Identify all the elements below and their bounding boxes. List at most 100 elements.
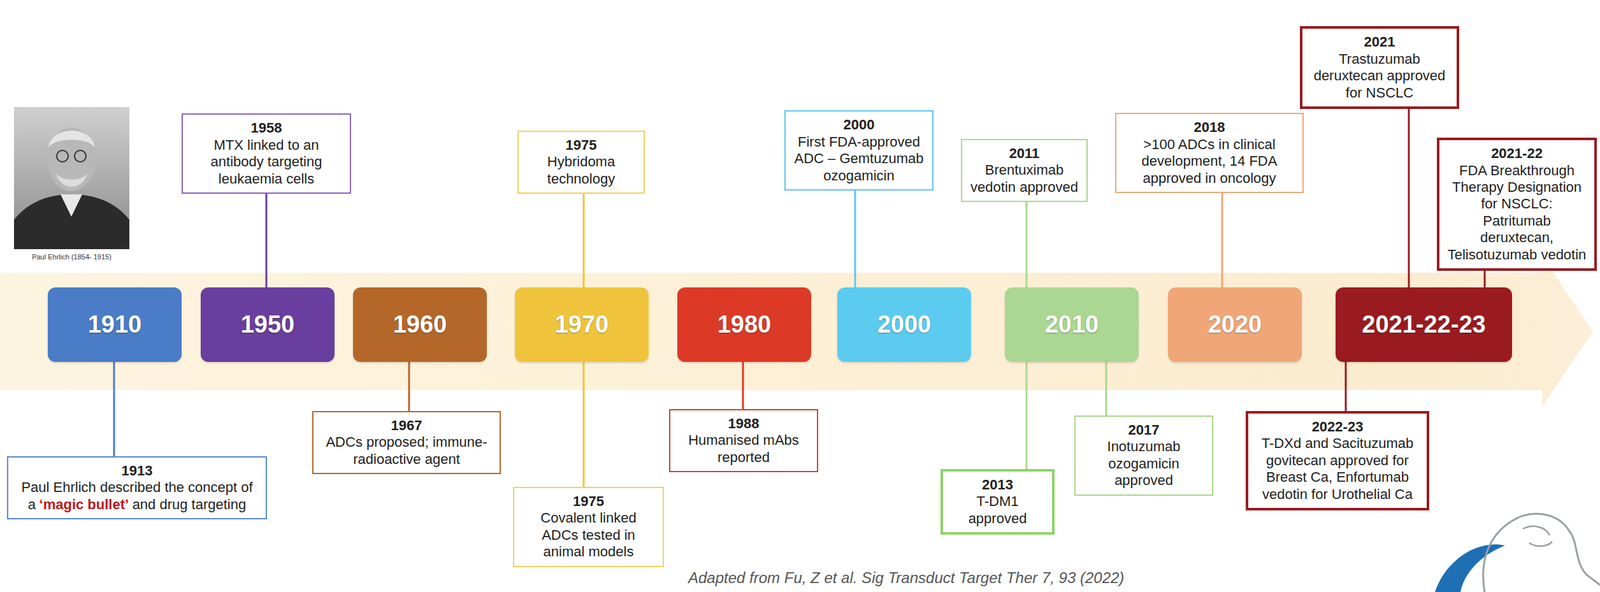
milestone-body: T-DXd and Sacituzumab govitecan approved… <box>1255 435 1420 503</box>
milestone-body: Humanised mAbs reported <box>677 432 810 466</box>
connector-line <box>1345 361 1348 411</box>
milestone-body: Covalent linked ADCs tested in animal mo… <box>521 509 656 561</box>
milestone-box: 2022-23T-DXd and Sacituzumab govitecan a… <box>1245 410 1430 511</box>
milestone-text: T-DM1 approved <box>968 493 1028 526</box>
connector-line <box>408 361 411 411</box>
photo-hair <box>48 130 95 148</box>
photo-coat <box>14 194 130 250</box>
milestone-box: 2000First FDA-approved ADC – Gemtuzumab … <box>784 110 934 191</box>
milestone-year: 1958 <box>190 119 343 137</box>
milestone-text: Inotuzumab ozogamicin approved <box>1107 438 1181 489</box>
milestone-year: 2017 <box>1083 421 1205 439</box>
year-label: 2020 <box>1208 310 1263 339</box>
milestone-year: 1967 <box>321 417 492 434</box>
year-label: 1960 <box>393 310 448 339</box>
photo-glasses <box>74 150 87 162</box>
connector-line <box>1025 201 1028 288</box>
photo-beard <box>56 173 88 187</box>
milestone-text: >100 ADCs in clinical development, 14 FD… <box>1141 136 1278 187</box>
milestone-box: 2018>100 ADCs in clinical development, 1… <box>1115 112 1304 194</box>
milestone-body: T-DM1 approved <box>950 493 1045 527</box>
logo-swoosh <box>1434 544 1506 592</box>
milestone-box: 2017Inotuzumab ozogamicin approved <box>1074 415 1214 496</box>
milestone-text: Brentuximab vedotin approved <box>970 161 1079 195</box>
connector-line <box>1025 361 1028 469</box>
milestone-box: 1967ADCs proposed; immune-radioactive ag… <box>312 410 501 475</box>
photo-collar <box>60 194 83 217</box>
year-label: 1970 <box>554 310 610 339</box>
connector-line <box>1105 361 1108 416</box>
year-box: 1910 <box>47 287 182 362</box>
milestone-box: 2021Trastuzumab deruxtecan approved for … <box>1299 26 1460 109</box>
year-label: 1910 <box>87 310 143 339</box>
milestone-year: 1975 <box>521 493 656 510</box>
milestone-body: >100 ADCs in clinical development, 14 FD… <box>1124 136 1295 187</box>
logo-outline <box>1483 513 1600 592</box>
milestone-body: MTX linked to an antibody targeting leuk… <box>190 136 343 188</box>
milestone-body: First FDA-approved ADC – Gemtuzumab ozog… <box>793 133 925 185</box>
connector-line <box>265 193 268 288</box>
milestone-year: 2013 <box>950 476 1045 494</box>
year-label: 2010 <box>1045 310 1100 339</box>
milestone-text: ADCs proposed; immune-radioactive agent <box>325 433 487 467</box>
timeline-band <box>0 256 1593 407</box>
milestone-box: 1958MTX linked to an antibody targeting … <box>181 113 352 194</box>
milestone-year: 1988 <box>677 415 810 433</box>
milestone-text: Hybridoma technology <box>547 153 615 187</box>
year-box: 1970 <box>514 287 649 362</box>
milestone-text: MTX linked to an antibody targeting leuk… <box>210 136 323 187</box>
photo-glasses <box>56 150 69 162</box>
milestone-year: 2000 <box>793 116 925 134</box>
year-box: 2010 <box>1004 287 1139 362</box>
milestone-box: 1913Paul Ehrlich described the concept o… <box>7 456 267 520</box>
milestone-body: Trastuzumab deruxtecan approved for NSCL… <box>1310 50 1449 102</box>
milestone-text: T-DXd and Sacituzumab govitecan approved… <box>1261 435 1414 502</box>
photo-frame <box>14 107 130 250</box>
milestone-year: 2011 <box>969 145 1079 162</box>
year-box: 1950 <box>200 287 335 362</box>
source-note: Adapted from Fu, Z et al. Sig Transduct … <box>688 569 1125 587</box>
connector-line <box>1221 193 1224 288</box>
milestone-body: Brentuximab vedotin approved <box>969 161 1079 196</box>
milestone-body: Inotuzumab ozogamicin approved <box>1083 438 1205 489</box>
milestone-text: Covalent linked ADCs tested in animal mo… <box>540 509 636 560</box>
connector-line <box>1484 270 1486 288</box>
year-box: 2000 <box>837 287 972 362</box>
milestone-body: Paul Ehrlich described the concept of a‘… <box>15 479 259 513</box>
year-box: 2020 <box>1167 287 1302 362</box>
connector-line <box>583 361 585 487</box>
milestone-text: FDA Breakthrough Therapy Designation for… <box>1447 162 1587 263</box>
milestone-box: 1975Covalent linked ADCs tested in anima… <box>512 486 664 568</box>
milestone-year: 2018 <box>1124 119 1295 136</box>
photo-caption: Paul Ehrlich (1854- 1915) <box>8 252 135 261</box>
milestone-body: ADCs proposed; immune-radioactive agent <box>321 433 492 468</box>
milestone-body: FDA Breakthrough Therapy Designation for… <box>1447 162 1587 264</box>
milestone-text: ‘magic bullet’ <box>39 496 130 513</box>
logo <box>1434 513 1600 592</box>
year-box: 1980 <box>677 287 812 362</box>
milestone-year: 1975 <box>526 136 636 154</box>
connector-line <box>854 190 857 288</box>
milestone-box: 2021-22FDA Breakthrough Therapy Designat… <box>1436 137 1597 271</box>
year-box: 2021-22-23 <box>1335 287 1513 362</box>
milestone-text: Humanised mAbs reported <box>688 432 800 465</box>
milestone-body: Hybridoma technology <box>526 153 636 188</box>
year-label: 1980 <box>717 310 772 339</box>
milestone-year: 2021 <box>1310 33 1449 51</box>
year-label: 2000 <box>877 310 932 339</box>
connector-line <box>742 361 745 410</box>
milestone-year: 2021-22 <box>1447 145 1587 162</box>
year-box: 1960 <box>353 287 487 362</box>
portrait-photo <box>14 107 130 250</box>
connector-line <box>113 361 116 457</box>
logo-detail <box>1522 526 1553 547</box>
year-label: 1950 <box>240 310 296 339</box>
milestone-text: First FDA-approved ADC – Gemtuzumab ozog… <box>794 133 924 184</box>
connector-line <box>583 193 585 288</box>
milestone-box: 2011Brentuximab vedotin approved <box>960 138 1088 202</box>
milestone-year: 2022-23 <box>1255 418 1420 436</box>
milestone-box: 1988Humanised mAbs reported <box>669 409 819 473</box>
milestone-text: Trastuzumab deruxtecan approved for NSCL… <box>1313 50 1446 101</box>
milestone-box: 1975Hybridoma technology <box>517 130 645 194</box>
